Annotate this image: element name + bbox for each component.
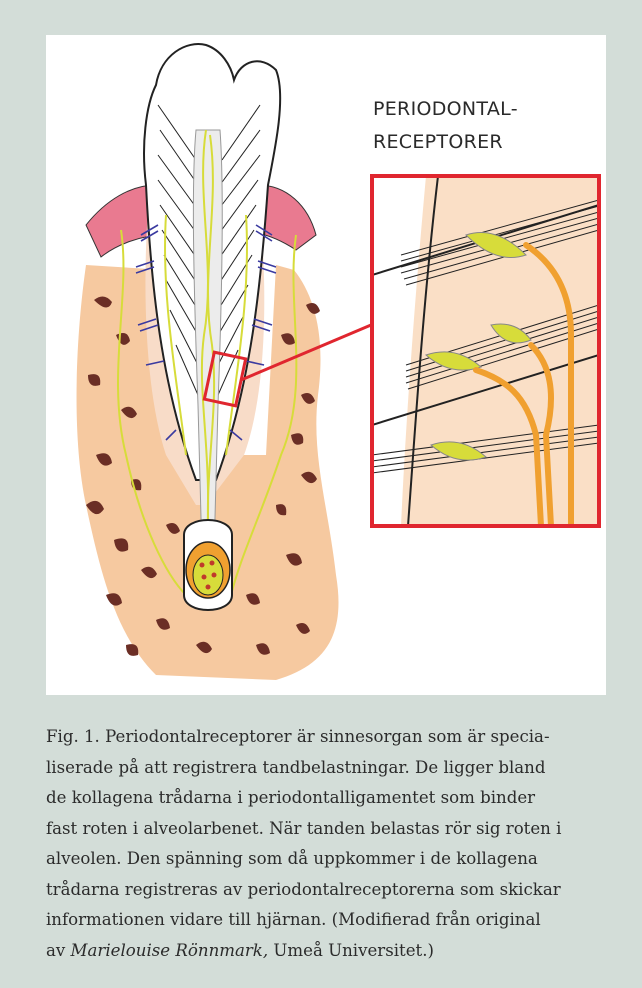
caption-line: fast roten i alveolarbenet. När tanden b… — [46, 814, 606, 845]
receptor-label: PERIODONTAL- RECEPTORER — [373, 93, 518, 159]
apex-nerve-bundle — [184, 520, 232, 610]
caption-prefix: av — [46, 941, 71, 960]
caption-line: trådarna registreras av periodontalrecep… — [46, 875, 606, 906]
figure-panel: PERIODONTAL- RECEPTORER — [46, 35, 606, 695]
caption-line: alveolen. Den spänning som då uppkommer … — [46, 844, 606, 875]
tooth-periodontal-diagram — [46, 35, 606, 695]
caption-line: informationen vidare till hjärnan. (Modi… — [46, 905, 606, 936]
caption-line: Fig. 1. Periodontalreceptorer är sinneso… — [46, 722, 606, 753]
caption-line: liserade på att registrera tandbelastnin… — [46, 753, 606, 784]
caption-line-last: av Marielouise Rönnmark, Umeå Universite… — [46, 936, 606, 967]
caption-suffix: Umeå Universitet.) — [268, 941, 434, 960]
magnified-receptor-view — [372, 176, 599, 526]
figure-caption: Fig. 1. Periodontalreceptorer är sinneso… — [46, 722, 606, 966]
receptor-label-line1: PERIODONTAL- — [373, 93, 518, 126]
receptor-label-line2: RECEPTORER — [373, 126, 518, 159]
caption-author: Marielouise Rönnmark, — [71, 941, 269, 960]
caption-line: de kollagena trådarna i periodontalligam… — [46, 783, 606, 814]
